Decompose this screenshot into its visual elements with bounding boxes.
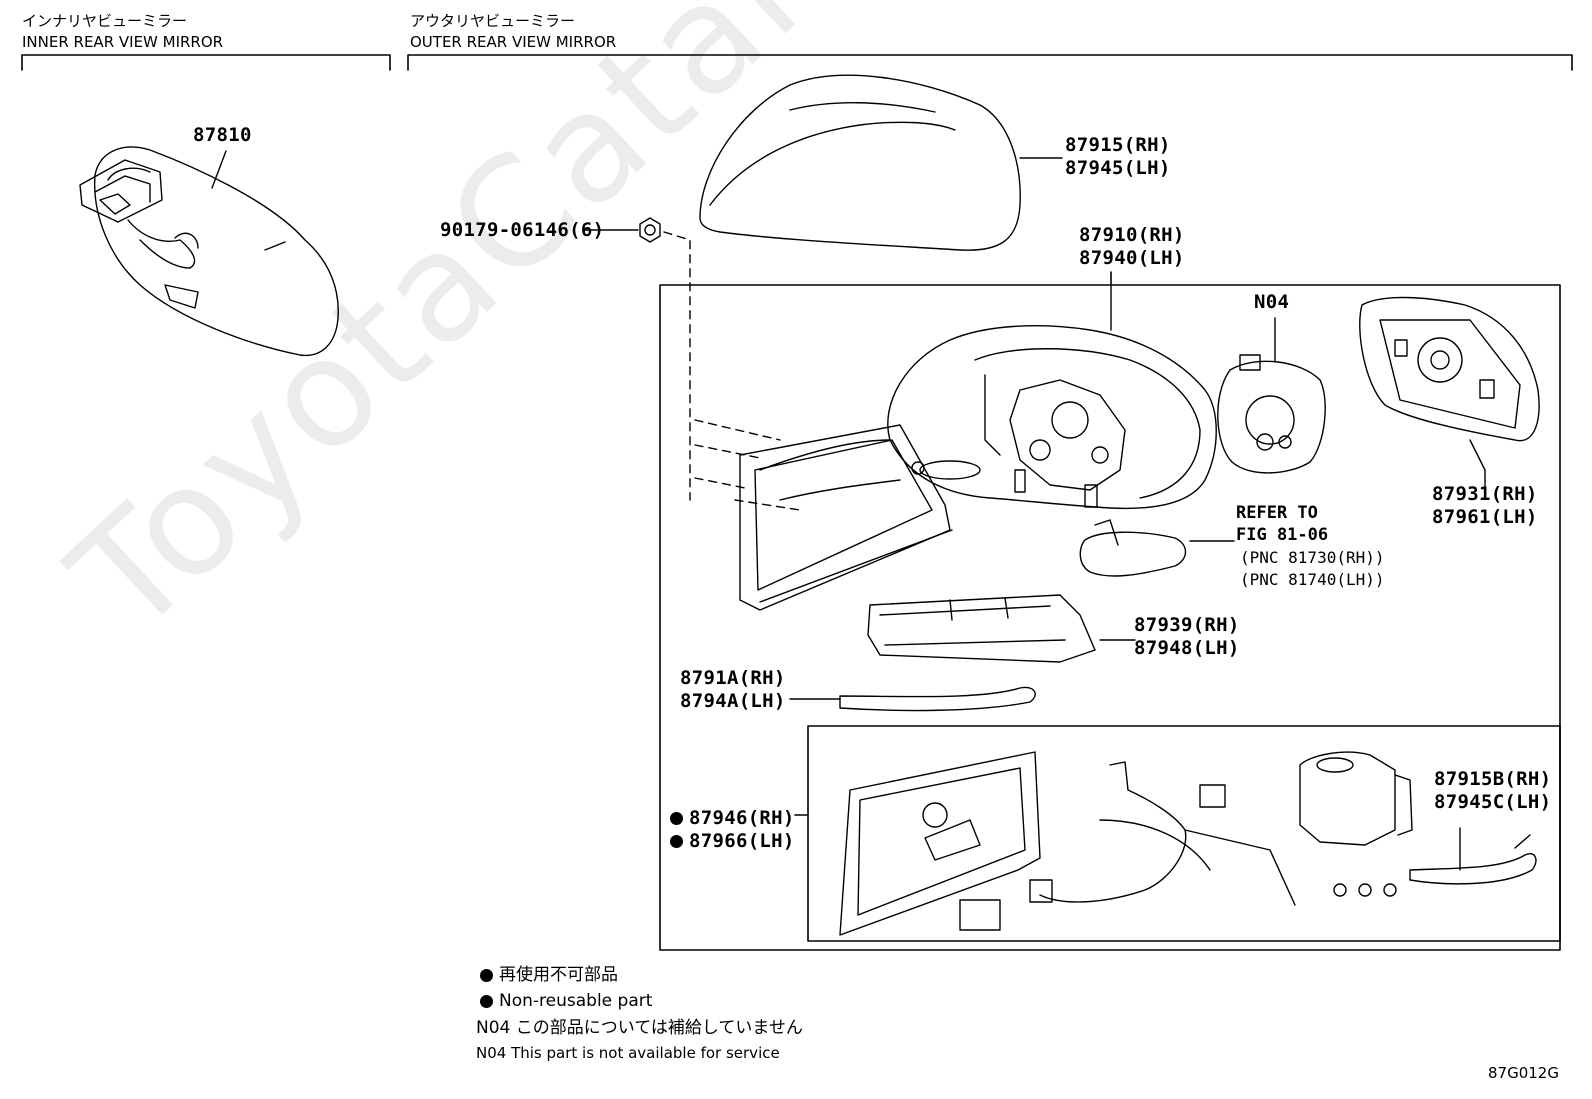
legend-n04-jp: N04 この部品については補給していません (476, 1018, 803, 1038)
refer-to-label[interactable]: REFER TO (1236, 503, 1318, 523)
legend-nonreusable-en-text: Non-reusable part (499, 991, 653, 1011)
outer-header-en: OUTER REAR VIEW MIRROR (410, 33, 617, 51)
inner-header-en: INNER REAR VIEW MIRROR (22, 33, 224, 51)
part-label-87915b-rh[interactable]: 87915B(RH) (1434, 768, 1552, 790)
lower-garnish-drawing (867, 594, 1136, 663)
mirror-motor-drawing (1217, 317, 1326, 474)
part-87966-text: 87966(LH) (689, 830, 795, 852)
part-87946-text: 87946(RH) (689, 807, 795, 829)
part-label-87946-rh[interactable]: 87946(RH) (670, 807, 795, 829)
legend-n04-en: N04 This part is not available for servi… (476, 1044, 780, 1062)
part-label-87940-lh[interactable]: 87940(LH) (1079, 247, 1185, 269)
legend-dot-icon (480, 968, 493, 982)
non-reusable-dot-icon (670, 812, 683, 825)
refer-pnc-rh: (PNC 81730(RH)) (1240, 548, 1385, 567)
legend-nonreusable-jp: 再使用不可部品 (480, 965, 618, 985)
sub-assembly-frame (794, 725, 1561, 942)
part-label-8791a-rh[interactable]: 8791A(RH) (680, 667, 786, 689)
figure-code: 87G012G (1488, 1064, 1559, 1082)
part-label-87931-rh[interactable]: 87931(RH) (1432, 483, 1538, 505)
mirror-body-drawing (759, 284, 1217, 510)
bolt-drawing (583, 217, 691, 501)
part-label-87945-lh[interactable]: 87945(LH) (1065, 157, 1171, 179)
legend-dot-icon (480, 994, 493, 1008)
legend-nonreusable-jp-text: 再使用不可部品 (499, 965, 618, 985)
turn-signal-drawing (1079, 519, 1235, 577)
inner-mirror-drawing (79, 146, 339, 357)
part-label-87961-lh[interactable]: 87961(LH) (1432, 506, 1538, 528)
part-label-87945c-lh[interactable]: 87945C(LH) (1434, 791, 1552, 813)
part-label-8794a-lh[interactable]: 8794A(LH) (680, 690, 786, 712)
part-label-87948-lh[interactable]: 87948(LH) (1134, 637, 1240, 659)
mirror-housing-drawing (1359, 296, 1540, 491)
non-reusable-dot-icon (670, 835, 683, 848)
part-label-87810[interactable]: 87810 (193, 124, 252, 146)
part-label-90179[interactable]: 90179-06146(6) (440, 219, 605, 241)
outer-header-jp: アウタリヤビューミラー (410, 12, 576, 30)
refer-pnc-lh: (PNC 81740(LH)) (1240, 570, 1385, 589)
outer-assembly-frame (659, 271, 1561, 951)
mirror-cover-drawing (699, 74, 1063, 251)
part-label-87915-rh[interactable]: 87915(RH) (1065, 134, 1171, 156)
part-label-87939-rh[interactable]: 87939(RH) (1134, 614, 1240, 636)
mirror-glass-drawing (694, 419, 953, 611)
section-brackets (21, 54, 1573, 71)
part-label-87966-lh[interactable]: 87966(LH) (670, 830, 795, 852)
trim-strip-drawing (789, 686, 1036, 712)
inner-header-jp: インナリヤビューミラー (22, 12, 188, 30)
sub-assembly-contents (839, 751, 1537, 936)
part-label-87910-rh[interactable]: 87910(RH) (1079, 224, 1185, 246)
part-label-n04[interactable]: N04 (1254, 291, 1290, 313)
legend-nonreusable-en: Non-reusable part (480, 991, 652, 1011)
refer-fig-label[interactable]: FIG 81-06 (1236, 525, 1329, 545)
